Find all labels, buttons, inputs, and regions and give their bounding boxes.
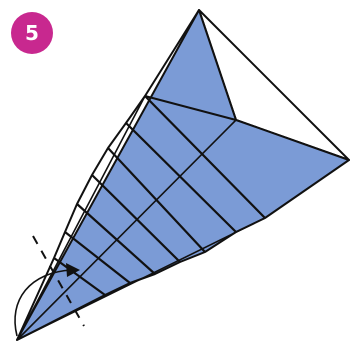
left-stepped-edge: [16, 95, 146, 341]
tip-crease-2: [16, 95, 146, 341]
dashed-fold-line: [32, 235, 85, 327]
tip-crease-3: [16, 217, 266, 341]
fold-arrow-curve: [14, 269, 73, 337]
pleat-line-2: [125, 122, 237, 233]
step-badge-circle: [11, 12, 53, 54]
pleat-line-5: [76, 203, 156, 275]
tip-creases: [16, 95, 266, 341]
fold-arrow-head: [66, 263, 80, 277]
pleat-line-6: [64, 231, 131, 284]
step-badge: 5: [11, 12, 53, 54]
step-number: 5: [25, 21, 39, 45]
diagonal-crease: [198, 9, 350, 161]
pleat-line-4: [91, 174, 181, 263]
tip-crease-1: [16, 119, 237, 341]
pleat-line-1: [144, 95, 266, 219]
curved-fold-arrow-icon: [14, 263, 80, 337]
